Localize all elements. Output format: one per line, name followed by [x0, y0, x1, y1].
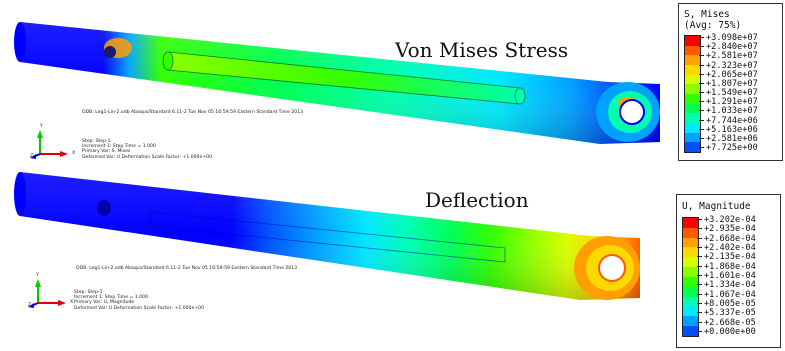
- deflection-legend-value: +2.402e-04: [697, 244, 756, 253]
- stress-legend-swatch: [685, 84, 700, 94]
- deflection-legend-value: +1.868e-04: [697, 262, 756, 272]
- deflection-odb-line: ODB: Leg1-Lin-2.odb Abaqus/Standard 6.11…: [76, 266, 298, 271]
- deflection-legend-swatch: [683, 296, 698, 307]
- deflection-legend-swatch: [683, 267, 698, 277]
- deflection-title: Deflection: [425, 188, 529, 212]
- deflection-legend-swatch: [683, 326, 698, 336]
- deflection-legend-value: +3.202e-04: [697, 216, 756, 225]
- stress-legend-value: +7.744e+06: [699, 116, 758, 126]
- stress-legend-swatch: [685, 132, 700, 143]
- stress-legend-swatch: [685, 36, 700, 46]
- stress-panel: Von Mises Stress ODB: Leg1-Lin-2.odb Aba…: [0, 0, 785, 172]
- deflection-step-info: Step: Step-1 Increment 1: Step Time = 1.…: [74, 290, 204, 311]
- stress-axis-x-label: X: [72, 151, 76, 156]
- stress-axis-y-label: Y: [40, 124, 43, 129]
- stress-legend-swatch: [685, 55, 700, 65]
- deflection-legend-swatch: [683, 227, 698, 238]
- deflection-legend-value: +8.005e-05: [697, 300, 756, 309]
- deflection-legend-value: +0.000e+00: [697, 328, 756, 337]
- stress-legend-value: +2.840e+07: [699, 43, 758, 52]
- stress-bar-left-end: [14, 22, 26, 62]
- deflection-legend-value: +2.668e-04: [697, 234, 756, 244]
- deflection-panel: Deflection ODB: Leg1-Lin-2.odb Abaqus/St…: [0, 172, 785, 351]
- stress-legend-value: +2.581e+07: [699, 52, 758, 61]
- stress-legend-value: +1.807e+07: [699, 79, 758, 89]
- deflection-legend-value: +2.668e-05: [697, 318, 756, 328]
- stress-eye-hole: [619, 99, 645, 125]
- deflection-legend-value: +2.935e-04: [697, 225, 756, 234]
- stress-odb-line: ODB: Leg1-Lin-2.odb Abaqus/Standard 6.11…: [82, 110, 304, 115]
- deflection-axis-z-label: Z: [28, 303, 32, 308]
- stress-legend-swatch: [685, 122, 700, 133]
- stress-legend-swatch: [685, 103, 700, 114]
- stress-legend-value: +2.323e+07: [699, 61, 758, 71]
- deflection-legend-swatch: [683, 247, 698, 258]
- deflection-legend-swatch: [683, 316, 698, 327]
- stress-deformed-var-line: Deformed Var: U Deformation Scale Factor…: [82, 154, 212, 160]
- stress-legend-swatch: [685, 74, 700, 85]
- deflection-legend-swatch: [683, 257, 698, 268]
- stress-axis-triad: [30, 130, 68, 159]
- stress-primary-var-line: Primary Var: S, Mises: [82, 149, 131, 155]
- deflection-legend-value: +5.337e-05: [697, 309, 756, 318]
- deflection-legend-value: +2.135e-04: [697, 253, 756, 262]
- stress-axis-z-label: Z: [30, 154, 34, 159]
- deflection-legend: U, Magnitude +3.202e-04+2.935e-04+2.668e…: [676, 194, 781, 348]
- deflection-legend-value: +1.067e-04: [697, 290, 756, 300]
- stress-legend-value: +1.291e+07: [699, 98, 758, 107]
- stress-legend-swatch: [685, 142, 700, 152]
- stress-left-pin-hole: [104, 46, 116, 58]
- deflection-axis-y-label: Y: [36, 273, 39, 278]
- deflection-legend-value: +1.601e-04: [697, 272, 756, 281]
- stress-legend-swatch: [685, 45, 700, 56]
- deflection-left-pin-hole: [97, 200, 111, 216]
- deflection-legend-swatch: [683, 306, 698, 317]
- stress-legend-value: +1.549e+07: [699, 89, 758, 98]
- deflection-primary-var-line: Primary Var: U, Magnitude: [74, 300, 135, 306]
- stress-legend-swatch: [685, 113, 700, 123]
- deflection-increment-line: Increment 1: Step Time = 1.000: [74, 295, 148, 301]
- stress-contour-model: [14, 22, 660, 144]
- deflection-axis-triad: [28, 279, 66, 308]
- deflection-eye-hole: [598, 254, 626, 282]
- deflection-axis-x-label: X: [70, 300, 74, 305]
- stress-legend-swatch: [685, 64, 700, 75]
- stress-legend-avg: (Avg: 75%): [684, 20, 742, 31]
- stress-step-line: Step: Step-1: [82, 139, 111, 144]
- stress-legend: S, Mises (Avg: 75%) +3.098e+07+2.840e+07…: [678, 3, 783, 161]
- deflection-bar-left-end: [14, 172, 26, 216]
- stress-legend-value: +5.163e+06: [699, 125, 758, 135]
- deflection-contour-model: [14, 172, 640, 300]
- deflection-legend-swatch: [683, 237, 698, 248]
- stress-legend-value: +3.098e+07: [699, 34, 758, 43]
- deflection-deformed-var-line: Deformed Var: U Deformation Scale Factor…: [74, 305, 204, 311]
- deflection-slot: [149, 211, 506, 263]
- deflection-legend-swatch: [683, 286, 698, 297]
- stress-title: Von Mises Stress: [395, 38, 569, 62]
- deflection-legend-value: +1.334e-04: [697, 281, 756, 290]
- stress-legend-value: +1.033e+07: [699, 107, 758, 116]
- stress-increment-line: Increment 1: Step Time = 1.000: [82, 144, 156, 150]
- deflection-legend-title: U, Magnitude: [682, 201, 751, 212]
- stress-step-info: Step: Step-1 Increment 1: Step Time = 1.…: [82, 139, 212, 160]
- stress-legend-title: S, Mises: [684, 9, 730, 20]
- stress-legend-value: +2.581e+06: [699, 134, 758, 144]
- stress-legend-value: +2.065e+07: [699, 70, 758, 80]
- deflection-legend-swatch: [683, 276, 698, 287]
- stress-legend-swatch: [685, 93, 700, 104]
- stress-legend-value: +7.725e+00: [699, 144, 758, 153]
- deflection-step-line: Step: Step-1: [74, 290, 103, 295]
- deflection-legend-swatch: [683, 218, 698, 228]
